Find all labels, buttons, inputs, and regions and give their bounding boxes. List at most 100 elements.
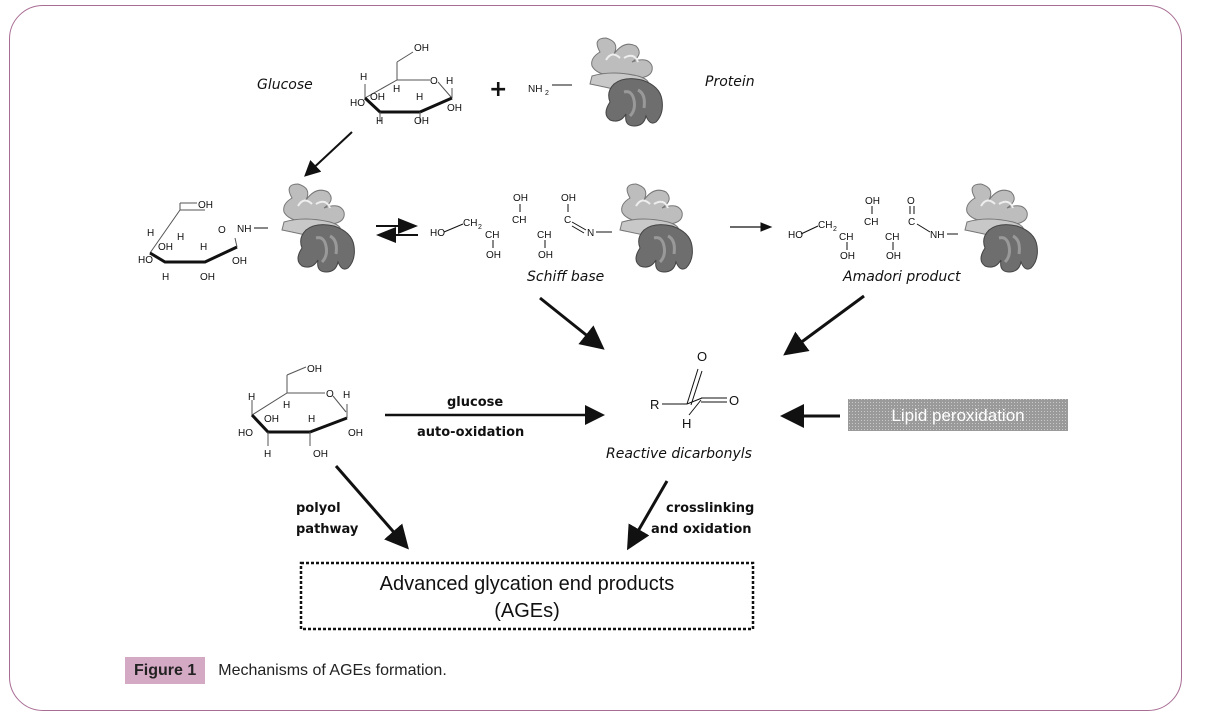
atom-h: H: [177, 232, 184, 243]
reactive-dicarbonyl-structure: R O O H: [650, 349, 739, 431]
glucose-ring-structure: OH H H O H OH H HO OH H OH: [350, 43, 462, 127]
atom-h: H: [393, 84, 400, 95]
atom-nh: NH: [237, 224, 251, 235]
arrow-amadori-to-dicarbonyl: [783, 294, 865, 356]
atom-c: C: [908, 217, 915, 228]
protein-icon: [280, 182, 356, 274]
protein-amine: NH 2: [528, 84, 572, 97]
atom-ch2: CH: [463, 218, 477, 229]
atom-h: H: [283, 400, 290, 411]
atom-nh: NH: [930, 230, 944, 241]
atom-o: O: [218, 225, 226, 236]
figure-number-label: Figure 1: [125, 657, 206, 684]
lipid-peroxidation-label: Lipid peroxidation: [891, 406, 1024, 425]
atom-h: H: [682, 416, 691, 431]
atom-oh: OH: [414, 116, 429, 127]
arrow-schiff-to-dicarbonyl: [539, 296, 605, 350]
amadori-product-structure: HO CH 2 CH OH CH OH CH OH C O NH: [788, 196, 958, 262]
glucose-ring-structure-2: OH H H O H OH H HO OH H OH: [238, 364, 363, 460]
atom-oh: OH: [158, 242, 173, 253]
glucose-autoox-label-line2: auto-oxidation: [417, 425, 524, 440]
glycosylamine-structure: OH H H O NH OH H HO OH H OH: [138, 200, 268, 283]
atom-nh: NH: [528, 84, 542, 95]
atom-ch: CH: [485, 230, 499, 241]
atom-ho: HO: [430, 228, 445, 239]
atom-oh: OH: [865, 196, 880, 207]
atom-oh: OH: [414, 43, 429, 54]
atom-ho: HO: [350, 98, 365, 109]
amadori-product-label: Amadori product: [842, 269, 961, 285]
atom-oh: OH: [348, 428, 363, 439]
protein-icon: [588, 36, 664, 128]
atom-ch: CH: [537, 230, 551, 241]
ages-label-line2: (AGEs): [494, 600, 560, 622]
crosslinking-label-line1: crosslinking: [666, 501, 754, 516]
schiff-base-label: Schiff base: [527, 269, 604, 285]
atom-subscript: 2: [545, 90, 549, 97]
ages-label-line1: Advanced glycation end products: [380, 573, 675, 595]
atom-h: H: [308, 414, 315, 425]
lipid-peroxidation-box: Lipid peroxidation: [848, 399, 1068, 431]
atom-oh: OH: [538, 250, 553, 261]
protein-icon: [963, 182, 1039, 274]
atom-subscript: 2: [833, 226, 837, 233]
figure-caption-text: Mechanisms of AGEs formation.: [218, 661, 447, 679]
atom-ho: HO: [138, 255, 153, 266]
atom-oh: OH: [447, 103, 462, 114]
atom-h: H: [200, 242, 207, 253]
atom-h: H: [360, 72, 367, 83]
atom-h: H: [264, 449, 271, 460]
plus-sign: +: [489, 77, 507, 102]
glucose-autoox-label-line1: glucose: [447, 395, 503, 410]
atom-ho: HO: [238, 428, 253, 439]
atom-ch: CH: [864, 217, 878, 228]
atom-oh: OH: [840, 251, 855, 262]
atom-ch: CH: [512, 215, 526, 226]
atom-c: C: [564, 215, 571, 226]
ages-box: Advanced glycation end products (AGEs): [299, 561, 755, 631]
atom-oh: OH: [313, 449, 328, 460]
atom-oh: OH: [200, 272, 215, 283]
reactive-dicarbonyls-label: Reactive dicarbonyls: [606, 446, 752, 462]
polyol-label-line2: pathway: [296, 522, 359, 537]
atom-h: H: [376, 116, 383, 127]
atom-oh: OH: [370, 92, 385, 103]
atom-oh: OH: [232, 256, 247, 267]
atom-oh: OH: [561, 193, 576, 204]
atom-ch: CH: [839, 232, 853, 243]
arrow-to-glycosylamine: [304, 131, 353, 177]
atom-o: O: [430, 76, 438, 87]
arrow-polyol-pathway: [334, 465, 409, 550]
atom-n: N: [587, 228, 594, 239]
atom-oh: OH: [198, 200, 213, 211]
atom-r: R: [650, 397, 659, 412]
atom-o: O: [697, 349, 707, 364]
glucose-label: Glucose: [257, 77, 313, 93]
atom-subscript: 2: [478, 224, 482, 231]
protein-label: Protein: [705, 74, 755, 90]
figure-caption: Figure 1 Mechanisms of AGEs formation.: [125, 657, 447, 684]
atom-oh: OH: [486, 250, 501, 261]
atom-o: O: [729, 393, 739, 408]
atom-o: O: [326, 389, 334, 400]
atom-h: H: [248, 392, 255, 403]
atom-h: H: [343, 390, 350, 401]
atom-oh: OH: [264, 414, 279, 425]
atom-oh: OH: [886, 251, 901, 262]
atom-o: O: [907, 196, 915, 207]
atom-ch2: CH: [818, 220, 832, 231]
crosslinking-label-line2: and oxidation: [651, 522, 752, 537]
atom-h: H: [162, 272, 169, 283]
protein-icon: [618, 182, 694, 274]
atom-oh: OH: [513, 193, 528, 204]
atom-h: H: [416, 92, 423, 103]
polyol-label-line1: polyol: [296, 501, 341, 516]
figure-frame: [9, 5, 1182, 711]
atom-ch: CH: [885, 232, 899, 243]
atom-h: H: [147, 228, 154, 239]
arrow-crosslinking: [626, 480, 669, 551]
atom-h: H: [446, 76, 453, 87]
atom-ho: HO: [788, 230, 803, 241]
schiff-base-structure: HO CH 2 CH OH CH OH CH OH C OH N: [430, 193, 612, 261]
